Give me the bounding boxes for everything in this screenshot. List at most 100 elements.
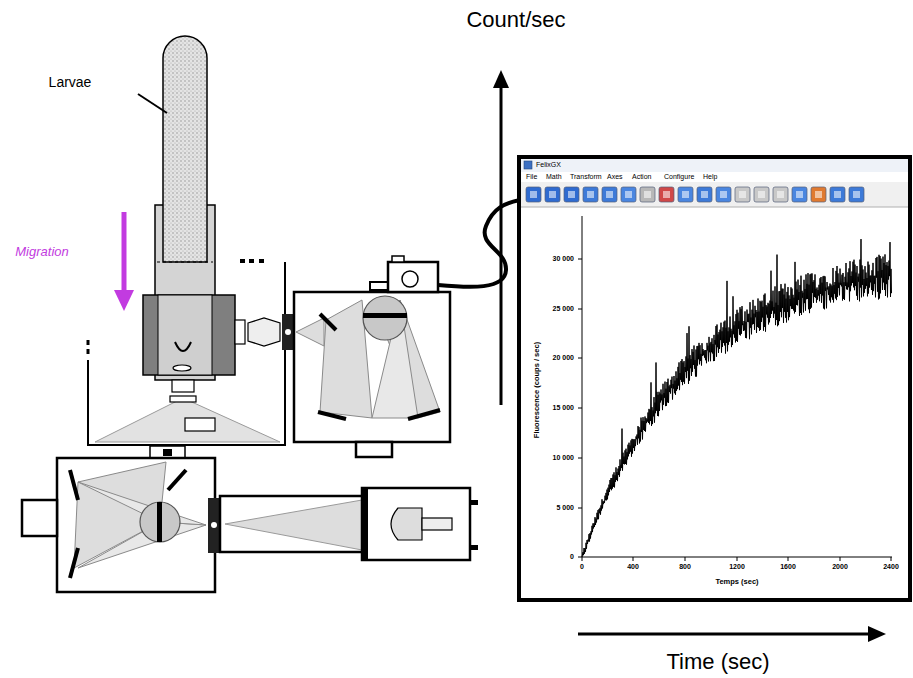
sample-compartment bbox=[87, 340, 90, 345]
tick-mark bbox=[582, 557, 583, 561]
tick-label: 0 bbox=[570, 553, 574, 561]
toolbar-icon bbox=[796, 191, 803, 198]
tick-mark bbox=[737, 557, 738, 561]
axis-arrow bbox=[493, 70, 509, 405]
toolbar-icon bbox=[815, 191, 822, 198]
toolbar-icon bbox=[720, 191, 727, 198]
tick-mark bbox=[685, 557, 686, 561]
tick-mark bbox=[633, 557, 634, 561]
menu-item: Math bbox=[546, 173, 562, 181]
emission-monochromator bbox=[388, 262, 438, 292]
toolbar-icon bbox=[758, 191, 765, 198]
tick-label: 400 bbox=[627, 563, 639, 571]
tick-label: 5 000 bbox=[556, 504, 574, 512]
tick-label: 1600 bbox=[780, 563, 796, 571]
cuvette-holder bbox=[143, 295, 235, 375]
app-icon bbox=[524, 161, 532, 169]
tick-label: 0 bbox=[580, 563, 584, 571]
toolbar-icon bbox=[583, 187, 598, 202]
tick-label: 15 000 bbox=[553, 404, 574, 412]
excitation-monochromator bbox=[140, 502, 180, 542]
menu-item: Action bbox=[632, 173, 651, 181]
menu-bar bbox=[521, 172, 908, 182]
cuvette-holder bbox=[157, 262, 213, 263]
toolbar-icon bbox=[701, 191, 708, 198]
excitation-monochromator bbox=[22, 458, 478, 592]
excitation-monochromator bbox=[157, 502, 162, 542]
toolbar-icon bbox=[564, 187, 579, 202]
toolbar-icon bbox=[663, 191, 670, 198]
tick-mark bbox=[578, 508, 582, 509]
cuvette-holder bbox=[170, 396, 196, 402]
toolbar-icon bbox=[777, 191, 784, 198]
cuvette-holder bbox=[163, 36, 207, 262]
tick-label: 30 000 bbox=[553, 255, 574, 263]
software-window: FelixGXFileMathTransformAxesActionConfig… bbox=[517, 155, 912, 602]
plot-drawing bbox=[521, 159, 908, 598]
title-bar bbox=[521, 159, 908, 172]
toolbar-icon bbox=[773, 187, 788, 202]
sample-compartment bbox=[249, 259, 254, 263]
toolbar-icon bbox=[625, 191, 632, 198]
emission-monochromator bbox=[408, 410, 440, 419]
tool-bar bbox=[521, 182, 908, 207]
cuvette-holder bbox=[143, 36, 235, 458]
toolbar-icon bbox=[530, 191, 537, 198]
cuvette-holder bbox=[163, 449, 172, 456]
toolbar-icon bbox=[659, 187, 674, 202]
tick-label: 10 000 bbox=[553, 454, 574, 462]
excitation-monochromator bbox=[422, 518, 452, 530]
axis-title: Time (sec) bbox=[666, 649, 769, 674]
toolbar-icon bbox=[602, 187, 617, 202]
toolbar-icon bbox=[792, 187, 807, 202]
process-label: Migration bbox=[15, 245, 68, 260]
axis-title: Count/sec bbox=[466, 7, 565, 32]
cuvette-holder bbox=[158, 295, 212, 375]
emission-optics bbox=[248, 318, 280, 346]
toolbar-icon bbox=[849, 187, 864, 202]
toolbar-icon bbox=[621, 187, 636, 202]
axis-arrow bbox=[578, 626, 886, 642]
toolbar-icon bbox=[644, 191, 651, 198]
signal-cable bbox=[438, 200, 520, 287]
tool-bar-border bbox=[521, 207, 908, 208]
toolbar-icon bbox=[830, 187, 845, 202]
excitation-monochromator bbox=[391, 508, 422, 540]
cuvette-holder bbox=[185, 418, 215, 431]
emission-monochromator bbox=[370, 282, 388, 290]
sample-compartment bbox=[259, 259, 264, 263]
toolbar-icon bbox=[735, 187, 750, 202]
emission-monochromator bbox=[363, 296, 407, 340]
migration-arrow bbox=[114, 212, 134, 311]
toolbar-icon bbox=[697, 187, 712, 202]
emission-monochromator bbox=[296, 318, 324, 346]
tick-mark bbox=[578, 309, 582, 310]
toolbar-icon bbox=[754, 187, 769, 202]
toolbar-icon bbox=[834, 191, 841, 198]
tick-mark bbox=[578, 358, 582, 359]
emission-monochromator bbox=[320, 314, 336, 330]
leader-line bbox=[138, 94, 167, 113]
toolbar-icon bbox=[606, 191, 613, 198]
axis-label: Temps (sec) bbox=[715, 578, 758, 587]
emission-optics bbox=[282, 314, 294, 350]
toolbar-icon bbox=[640, 187, 655, 202]
excitation-monochromator bbox=[70, 470, 78, 500]
tick-label: 800 bbox=[679, 563, 691, 571]
emission-monochromator bbox=[363, 313, 407, 318]
tick-mark bbox=[578, 458, 582, 459]
y-axis bbox=[582, 216, 583, 557]
menu-item: Configure bbox=[664, 173, 694, 181]
menu-item: Transform bbox=[570, 173, 602, 181]
emission-monochromator bbox=[356, 442, 392, 457]
axis-arrow bbox=[868, 626, 886, 642]
emission-optics bbox=[285, 329, 291, 335]
excitation-monochromator bbox=[208, 498, 220, 553]
excitation-monochromator bbox=[225, 500, 362, 550]
tick-mark bbox=[578, 557, 582, 558]
migration-arrow bbox=[122, 212, 127, 292]
emission-monochromator bbox=[392, 256, 404, 262]
data-trace bbox=[582, 239, 892, 557]
emission-monochromator bbox=[294, 292, 450, 442]
